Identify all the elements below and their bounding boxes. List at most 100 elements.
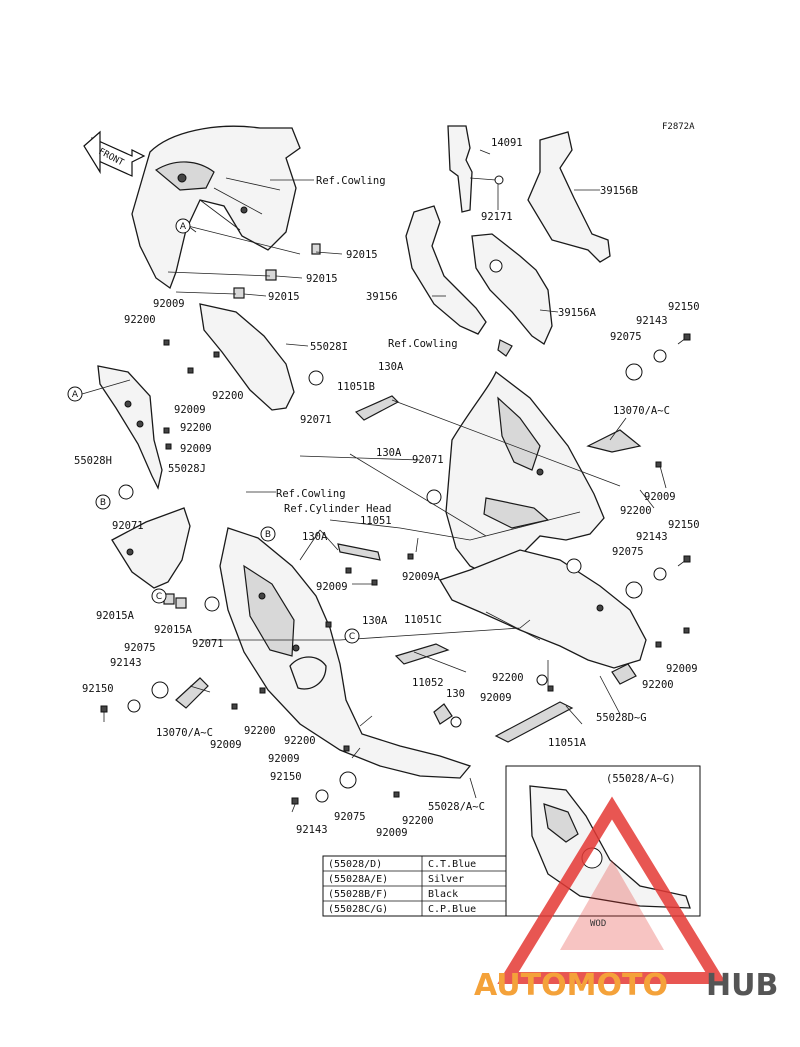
part-label: 55028I bbox=[310, 341, 348, 353]
wod-label: WOD bbox=[590, 919, 606, 929]
svg-text:C: C bbox=[349, 632, 355, 642]
part-label: 92150 bbox=[668, 519, 700, 531]
part-label: 14091 bbox=[491, 137, 523, 149]
part-label: 11051B bbox=[337, 381, 375, 393]
callout-a-left: A bbox=[67, 386, 83, 402]
part-label: 92075 bbox=[334, 811, 366, 823]
part-label: 92075 bbox=[610, 331, 642, 343]
color-table-color: Black bbox=[428, 889, 458, 900]
inner-panel-55028H bbox=[97, 365, 163, 490]
part-label: 92075 bbox=[612, 546, 644, 558]
callout-a-top: A bbox=[175, 218, 191, 234]
part-label: 55028J bbox=[168, 463, 206, 475]
upper-cowling bbox=[131, 125, 301, 290]
hardware bbox=[100, 243, 691, 813]
part-label: 92015 bbox=[306, 273, 338, 285]
part-label: 92009A bbox=[402, 571, 441, 583]
right-lower-fairing bbox=[439, 370, 647, 669]
svg-text:B: B bbox=[100, 498, 106, 508]
color-table-code: (55028C/G) bbox=[328, 904, 388, 915]
part-label: 92009 bbox=[644, 491, 676, 503]
part-label: 92009 bbox=[480, 692, 512, 704]
part-label: 39156B bbox=[600, 185, 638, 197]
part-label: 92015A bbox=[154, 624, 193, 636]
triangle-logo-icon bbox=[497, 796, 727, 984]
color-table-code: (55028B/F) bbox=[328, 889, 388, 900]
part-label: 130A bbox=[362, 615, 388, 627]
part-label: 92150 bbox=[668, 301, 700, 313]
part-label: 92200 bbox=[402, 815, 434, 827]
color-table-color: C.P.Blue bbox=[428, 904, 476, 915]
part-labels: 14091 92171 39156B 39156 39156A 92150 92… bbox=[74, 137, 700, 839]
part-label: 92009 bbox=[210, 739, 242, 751]
ref-cowling-top: Ref.Cowling bbox=[316, 175, 386, 187]
part-label: 130A bbox=[378, 361, 404, 373]
part-label: 92071 bbox=[300, 414, 332, 426]
watermark-text-hub: HUB bbox=[706, 968, 778, 1003]
svg-text:C: C bbox=[156, 592, 162, 602]
part-label: 39156A bbox=[558, 307, 597, 319]
part-label: 13070/A~C bbox=[156, 727, 213, 739]
part-label: 130A bbox=[376, 447, 402, 459]
part-label: 92009 bbox=[376, 827, 408, 839]
ref-cowling-low: Ref.Cowling bbox=[276, 488, 346, 500]
inset-title: (55028/A~G) bbox=[606, 773, 676, 785]
part-label: 92143 bbox=[636, 531, 668, 543]
inner-lower-left bbox=[111, 507, 191, 589]
part-label: 130 bbox=[446, 688, 465, 700]
part-label: 55028H bbox=[74, 455, 112, 467]
svg-text:B: B bbox=[265, 530, 271, 540]
part-label: 55028/A~C bbox=[428, 801, 485, 813]
bolt-icon bbox=[100, 333, 691, 813]
part-label: 11051 bbox=[360, 515, 392, 527]
bracket-14091 bbox=[447, 125, 504, 213]
part-label: 92009 bbox=[268, 753, 300, 765]
part-label: 92009 bbox=[153, 298, 185, 310]
part-label: 92015 bbox=[268, 291, 300, 303]
part-label: 92075 bbox=[124, 642, 156, 654]
color-table: (55028/D) C.T.Blue (55028A/E) Silver (55… bbox=[322, 855, 507, 917]
part-label: 92009 bbox=[174, 404, 206, 416]
insulator-39156 bbox=[405, 205, 487, 335]
front-arrow-icon: FRONT bbox=[83, 130, 146, 177]
part-label: 92009 bbox=[666, 663, 698, 675]
part-label: 55028D~G bbox=[596, 712, 647, 724]
insulator-39156B bbox=[527, 131, 611, 263]
color-table-code: (55028A/E) bbox=[328, 874, 388, 885]
part-label: 39156 bbox=[366, 291, 398, 303]
part-label: 92009 bbox=[316, 581, 348, 593]
part-label: 92071 bbox=[112, 520, 144, 532]
part-label: 130A bbox=[302, 531, 328, 543]
inner-panel-55028I bbox=[199, 303, 295, 411]
part-label: 92200 bbox=[284, 735, 316, 747]
part-label: 11051A bbox=[548, 737, 587, 749]
watermark-logo: WOD bbox=[497, 796, 727, 984]
part-label: 92200 bbox=[492, 672, 524, 684]
svg-text:A: A bbox=[72, 390, 79, 400]
callout-b-mid: B bbox=[260, 526, 276, 542]
color-table-code: (55028/D) bbox=[328, 859, 382, 870]
part-label: 92071 bbox=[192, 638, 224, 650]
part-label: 11051C bbox=[404, 614, 442, 626]
callout-a-text: A bbox=[180, 222, 187, 232]
leader-lines bbox=[81, 149, 667, 799]
callout-c-mid: C bbox=[344, 628, 360, 644]
part-label: 92150 bbox=[82, 683, 114, 695]
part-label: 92143 bbox=[636, 315, 668, 327]
ref-cylinder-head: Ref.Cylinder Head bbox=[284, 503, 391, 515]
part-label: 92015A bbox=[96, 610, 135, 622]
part-label: 92200 bbox=[244, 725, 276, 737]
watermark-text-auto: AUTOMOTO bbox=[474, 968, 668, 1003]
part-label: 92150 bbox=[270, 771, 302, 783]
color-table-color: Silver bbox=[428, 874, 464, 885]
callout-c-left: C bbox=[151, 588, 167, 604]
insulator-39156A bbox=[471, 233, 553, 345]
part-label: 92200 bbox=[180, 422, 212, 434]
part-label: 13070/A~C bbox=[613, 405, 670, 417]
part-label: 92143 bbox=[110, 657, 142, 669]
ref-cowling-mid: Ref.Cowling bbox=[388, 338, 458, 350]
color-table-color: C.T.Blue bbox=[428, 859, 476, 870]
figure-code: F2872A bbox=[662, 122, 695, 132]
part-label: 92015 bbox=[346, 249, 378, 261]
